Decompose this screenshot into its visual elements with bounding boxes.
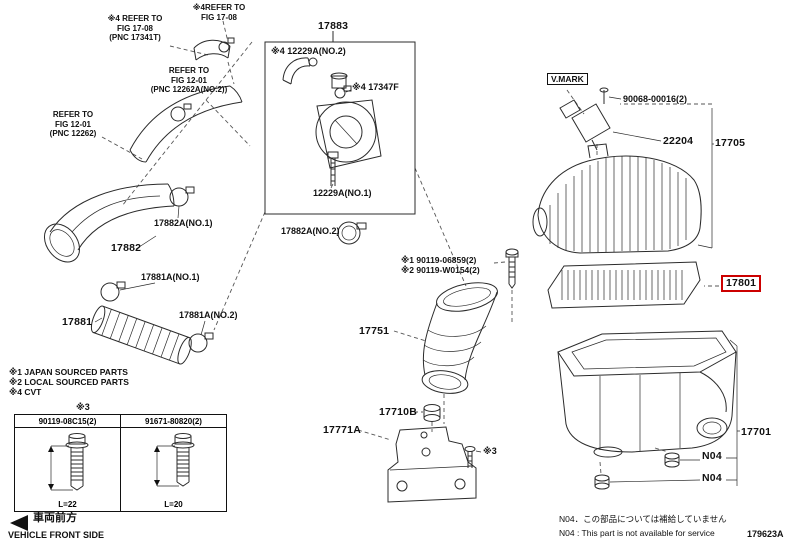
bracket-art xyxy=(387,404,482,503)
clamp-17882a-no2-art xyxy=(335,221,367,245)
bolt-table: 90119-08C15(2) 91671-80820(2) L=22 xyxy=(14,414,227,512)
throttle-bore-inner xyxy=(329,115,363,149)
vehicle-front-jp: 車両前方 xyxy=(33,512,77,524)
part-label-22204[interactable]: 22204 xyxy=(663,135,694,147)
mark3-bracket-label: ※3 xyxy=(483,446,497,456)
small-clamp-icon xyxy=(218,41,230,53)
bolt-table-body-row: L=22 L=20 xyxy=(14,427,227,512)
bracket-17771a xyxy=(387,426,477,503)
hose-clamp-icon xyxy=(308,57,318,67)
throttle-body-flange xyxy=(316,99,382,169)
bolt-length-l20: L=20 xyxy=(164,500,183,509)
intake-duct-art xyxy=(421,282,498,394)
part-label-17883[interactable]: 17883 xyxy=(318,20,349,32)
ref-fig1708-top: ※4REFER TO FIG 17-08 xyxy=(192,3,246,22)
part-label-17881a-no1[interactable]: 17881A(NO.1) xyxy=(141,272,200,282)
part-label-90068[interactable]: 90068-00016(2) xyxy=(623,94,688,104)
bolt-table-header-row: 90119-08C15(2) 91671-80820(2) xyxy=(14,414,227,428)
bolt-length-l22: L=22 xyxy=(58,500,77,509)
hose-clamp-icon xyxy=(170,106,186,122)
clamp-17881a-no2-icon xyxy=(188,333,208,353)
bolt-drawing-l22 xyxy=(48,433,89,491)
legend-cvt: ※4 CVT xyxy=(9,387,42,397)
part-label-17751[interactable]: 17751 xyxy=(359,325,390,337)
bolt-col-90119-08c15[interactable]: 90119-08C15(2) xyxy=(14,414,121,428)
air-filter-element-17801 xyxy=(547,261,701,309)
grommet-n04-upper-icon xyxy=(664,452,680,460)
n04-note-jp: N04．この部品については補給していません xyxy=(559,514,727,524)
part-label-17705[interactable]: 17705 xyxy=(715,137,746,149)
ref-fig1708-pnc17341t: ※4 REFER TO FIG 17-08 (PNC 17341T) xyxy=(107,14,163,43)
clamp-17881a-no1-icon xyxy=(100,282,120,302)
bolt-table-mark: ※3 xyxy=(76,402,90,412)
corrugated-hose-17881 xyxy=(90,305,192,365)
part-label-17347f[interactable]: ※4 17347F xyxy=(352,82,399,92)
grommet-17710b-icon xyxy=(423,404,441,412)
bolt-drawing-l20 xyxy=(154,433,195,487)
vehicle-front-en: VEHICLE FRONT SIDE xyxy=(8,530,105,540)
maf-sensor-22204 xyxy=(571,103,611,143)
part-label-12229a-no2[interactable]: ※4 12229A(NO.2) xyxy=(271,46,346,56)
selected-part-label-17801[interactable]: 17801 xyxy=(721,275,762,292)
grommet-n04-lower-icon xyxy=(594,474,610,482)
legend-local-sourced: ※2 LOCAL SOURCED PARTS xyxy=(9,377,129,387)
front-direction-arrow xyxy=(10,515,28,531)
throttle-bore-outer xyxy=(315,101,377,163)
diagram-id: 179623A xyxy=(747,529,784,539)
part-label-90119-local[interactable]: ※2 90119-W0154(2) xyxy=(401,265,480,275)
left-hoses-art xyxy=(43,37,243,365)
bolt-12229a-head xyxy=(327,151,339,159)
part-label-17882a-no2[interactable]: 17882A(NO.2) xyxy=(281,226,340,236)
part-label-n04-lower[interactable]: N04 xyxy=(702,472,722,484)
part-label-90119-japan[interactable]: ※1 90119-06859(2) xyxy=(401,255,477,265)
detail-box-art xyxy=(264,31,416,215)
part-label-12229a-no1[interactable]: 12229A(NO.1) xyxy=(313,188,372,198)
vmark-label: V.MARK xyxy=(547,73,588,86)
inlet-duct-17882 xyxy=(49,183,169,233)
part-label-17881[interactable]: 17881 xyxy=(62,316,93,328)
ref-fig1201-pnc12262a: REFER TO FIG 12-01 (PNC 12262A(NO.2)) xyxy=(150,66,228,95)
bolt-cell-1: L=22 xyxy=(14,427,121,512)
bolt-mark3-icon xyxy=(464,446,476,452)
ref-fig1201-pnc12262: REFER TO FIG 12-01 (PNC 12262) xyxy=(49,110,97,139)
front-arrow-icon xyxy=(10,515,28,531)
air-cleaner-cover-17705 xyxy=(537,155,702,254)
air-cleaner-assembly-art xyxy=(505,87,740,490)
part-label-17771a[interactable]: 17771A xyxy=(323,424,361,436)
part-label-17701[interactable]: 17701 xyxy=(741,426,772,438)
part-label-17710b[interactable]: 17710B xyxy=(379,406,417,418)
part-label-n04-upper[interactable]: N04 xyxy=(702,450,722,462)
part-label-17881a-no2[interactable]: 17881A(NO.2) xyxy=(179,310,238,320)
bolt-90119-icon xyxy=(505,248,519,256)
part-label-17882[interactable]: 17882 xyxy=(111,242,142,254)
legend-japan-sourced: ※1 JAPAN SOURCED PARTS xyxy=(9,367,128,377)
bolt-col-91671-80820[interactable]: 91671-80820(2) xyxy=(120,414,227,428)
bolt-cell-2: L=20 xyxy=(120,427,227,512)
part-label-17882a-no1[interactable]: 17882A(NO.1) xyxy=(154,218,213,228)
n04-note-en: N04 : This part is not available for ser… xyxy=(559,528,715,538)
